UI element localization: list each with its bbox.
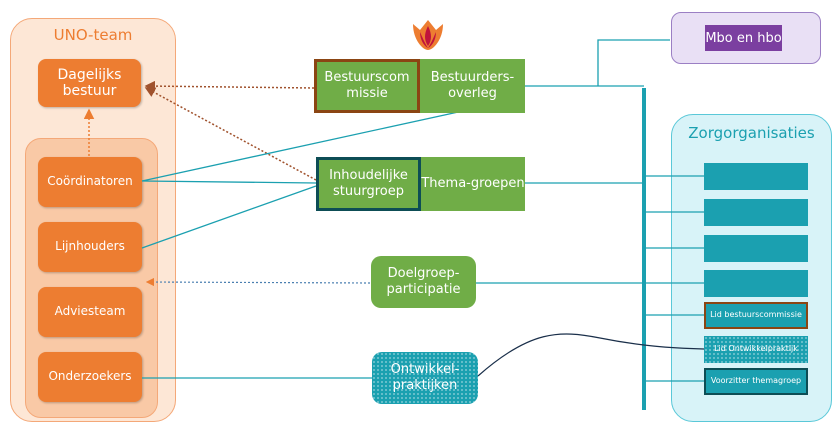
- onderzoekers-box[interactable]: Onderzoekers: [38, 352, 142, 402]
- lid-bestuurscommissie-box[interactable]: Lid bestuurscommissie: [704, 302, 808, 329]
- uno-team-title: UNO-team: [53, 26, 133, 44]
- adviesteam-box[interactable]: Adviesteam: [38, 287, 142, 337]
- zorg-org-row-3[interactable]: [704, 235, 808, 262]
- bestuurdersoverleg-box[interactable]: Bestuurders-overleg: [420, 59, 525, 113]
- zorg-org-row-1[interactable]: [704, 163, 808, 190]
- mbo-hbo-box[interactable]: Mbo en hbo: [705, 25, 782, 51]
- coordinatoren-box[interactable]: Coördinatoren: [38, 157, 142, 207]
- themagroepen-box[interactable]: Thema-groepen: [421, 157, 525, 211]
- ontwikkelpraktijken-box[interactable]: Ontwikkel-praktijken: [372, 352, 478, 404]
- dagelijks-bestuur-box[interactable]: Dagelijks bestuur: [38, 59, 141, 107]
- voorzitter-themagroep-box[interactable]: Voorzitter themagroep: [704, 368, 808, 395]
- doelgroepparticipatie-box[interactable]: Doelgroep-participatie: [371, 256, 476, 308]
- zorg-org-row-4[interactable]: [704, 270, 808, 297]
- inhoudelijke-stuurgroep-box[interactable]: Inhoudelijke stuurgroep: [316, 157, 421, 211]
- stuurgroep-to-db-line: [144, 87, 317, 181]
- doelgroep-to-lijnhouders-line: [145, 277, 371, 287]
- bestuurscommissie-box[interactable]: Bestuurscom missie: [314, 59, 420, 113]
- bestuurscommissie-to-db-line: [144, 80, 315, 92]
- zorgorganisaties-title: Zorgorganisaties: [688, 124, 815, 142]
- zorg-org-row-2[interactable]: [704, 199, 808, 226]
- lijnhouders-box[interactable]: Lijnhouders: [38, 222, 142, 272]
- lid-ontwikkelpraktijk-box[interactable]: Lid Ontwikkelpraktijk: [704, 336, 808, 363]
